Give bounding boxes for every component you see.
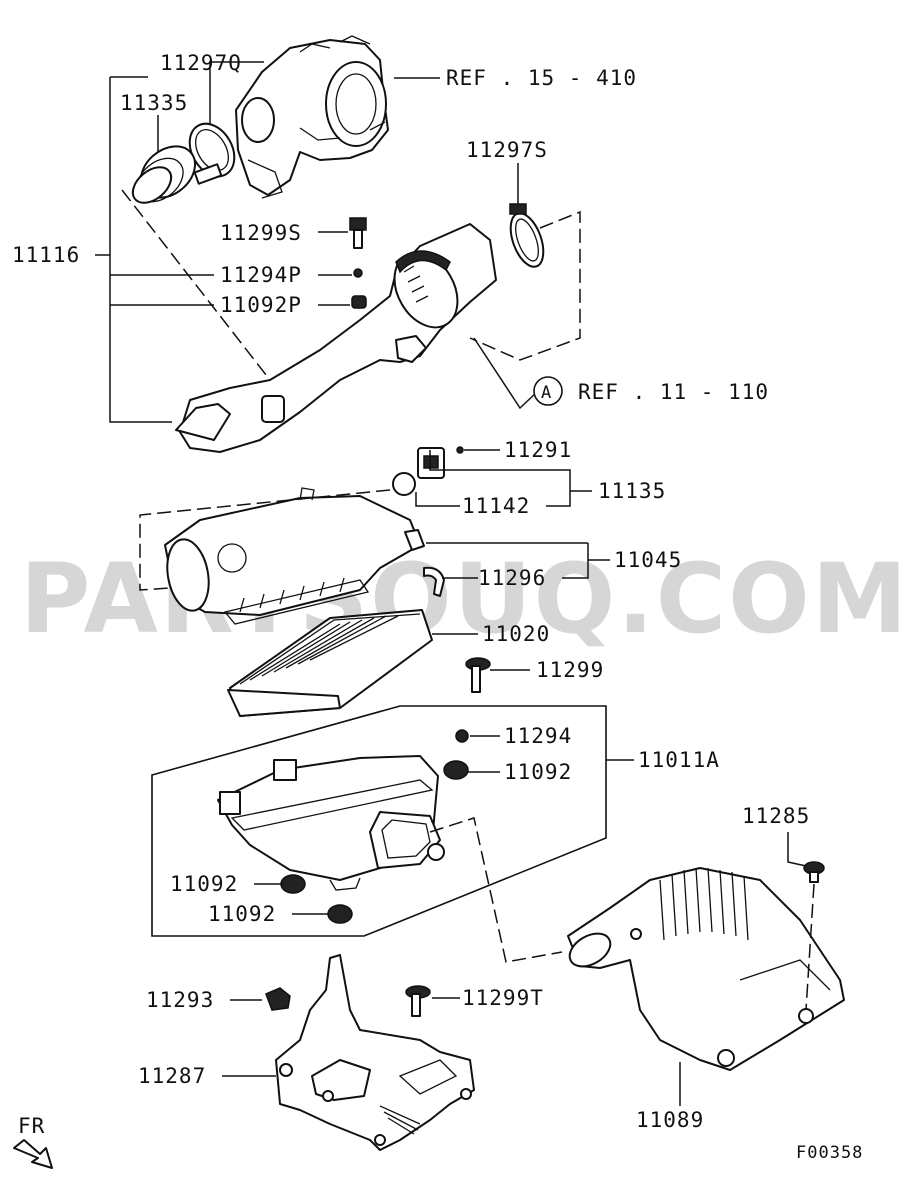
grommet-11092-mid-illustration <box>280 874 306 894</box>
figure-code: F00358 <box>796 1143 863 1163</box>
label-11092p[interactable]: 11092P <box>220 293 302 317</box>
leader-11285-dash <box>805 883 815 1011</box>
air-cleaner-upper-case-11045-illustration <box>164 487 425 625</box>
grommet-11294-illustration <box>455 729 469 743</box>
label-11294[interactable]: 11294 <box>504 724 572 748</box>
label-11296[interactable]: 11296 <box>478 566 546 590</box>
watermark: PARTSOUQ.COM <box>20 543 909 655</box>
grommet-11092p-illustration <box>351 295 367 309</box>
turbocharger-housing-illustration <box>235 35 389 199</box>
label-11299[interactable]: 11299 <box>536 658 604 682</box>
bolt-11299t-illustration <box>405 985 431 1017</box>
grommet-11294p-illustration <box>353 268 363 278</box>
callout-a-letter: A <box>541 383 552 403</box>
label-11142[interactable]: 11142 <box>462 494 530 518</box>
label-11299t[interactable]: 11299T <box>462 986 544 1010</box>
label-11045[interactable]: 11045 <box>614 548 682 572</box>
label-11092-low[interactable]: 11092 <box>208 902 276 926</box>
leader-lines-lower <box>151 705 634 963</box>
label-11335[interactable]: 11335 <box>120 91 188 115</box>
label-11287[interactable]: 11287 <box>138 1064 206 1088</box>
label-11299s[interactable]: 11299S <box>220 221 302 245</box>
clip-11296-illustration <box>423 566 445 597</box>
label-11294p[interactable]: 11294P <box>220 263 302 287</box>
ref-15-410[interactable]: REF . 15 - 410 <box>446 66 637 90</box>
callout-a[interactable]: A <box>533 376 563 406</box>
bracket-11287-illustration <box>275 954 475 1151</box>
grommet-11092-low-illustration <box>327 904 353 924</box>
leader-lines-bottom <box>222 997 460 1077</box>
air-cleaner-lower-case-11011a-illustration <box>217 755 445 891</box>
label-11297q[interactable]: 11297Q <box>160 51 242 75</box>
intake-duct-11116-illustration <box>175 223 497 453</box>
clip-11285-illustration <box>803 861 825 883</box>
air-duct-11089-illustration <box>567 867 845 1071</box>
intake-ring-11335-illustration <box>131 145 196 204</box>
label-11020[interactable]: 11020 <box>482 622 550 646</box>
ref-11-110[interactable]: REF . 11 - 110 <box>578 380 769 404</box>
label-11135[interactable]: 11135 <box>598 479 666 503</box>
label-11285[interactable]: 11285 <box>742 804 810 828</box>
label-11092-top[interactable]: 11092 <box>504 760 572 784</box>
label-11092-mid[interactable]: 11092 <box>170 872 238 896</box>
label-11293[interactable]: 11293 <box>146 988 214 1012</box>
label-11011a[interactable]: 11011A <box>638 748 720 772</box>
leader-lines-top <box>95 61 581 423</box>
hose-clamp-11297s-illustration <box>509 203 545 268</box>
label-11291[interactable]: 11291 <box>504 438 572 462</box>
air-filter-element-11020-illustration <box>227 609 433 717</box>
front-indicator-label: FR <box>18 1114 45 1138</box>
front-arrow-icon <box>13 1139 53 1169</box>
label-11116[interactable]: 11116 <box>12 243 80 267</box>
bolt-11299-illustration <box>465 657 491 693</box>
bolt-11299s-illustration <box>349 217 367 249</box>
leader-11285 <box>787 832 807 867</box>
label-11089[interactable]: 11089 <box>636 1108 704 1132</box>
leader-lines-middle <box>139 449 610 671</box>
grommet-11092-top-illustration <box>443 760 469 780</box>
label-11297s[interactable]: 11297S <box>466 138 548 162</box>
airflow-sensor-11135-illustration <box>392 446 464 496</box>
nut-11293-illustration <box>265 987 291 1011</box>
